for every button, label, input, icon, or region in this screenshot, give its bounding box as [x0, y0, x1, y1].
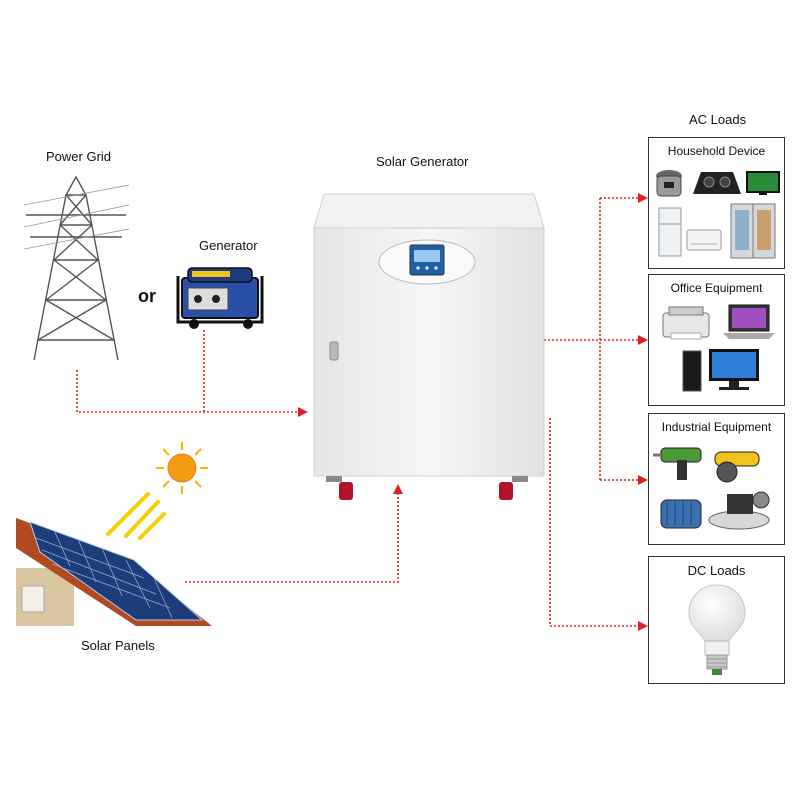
generator-label: Generator	[199, 238, 258, 253]
tv-icon	[746, 171, 780, 195]
industrial-equipment-panel: Industrial Equipment	[648, 413, 785, 545]
arrowhead-dc	[638, 621, 648, 631]
portable-generator-icon	[176, 267, 264, 329]
industrial-equipment-illustration	[653, 447, 770, 530]
solar-generator-label: Solar Generator	[376, 154, 469, 169]
office-equipment-label: Office Equipment	[670, 281, 763, 295]
arrowhead-office	[638, 335, 648, 345]
arrowhead-cabinet-left	[298, 407, 308, 417]
cabinet-to-dc-line	[549, 418, 640, 627]
ac-loads-label: AC Loads	[689, 112, 747, 127]
industrial-equipment-label: Industrial Equipment	[661, 420, 772, 434]
household-device-label: Household Device	[667, 144, 766, 158]
angle-grinder-icon	[714, 451, 760, 483]
desktop-computer-icon	[682, 349, 759, 392]
sun-icon	[156, 442, 208, 494]
drill-icon	[653, 447, 702, 480]
electric-motor-icon	[660, 499, 702, 529]
power-grid-label: Power Grid	[46, 149, 112, 164]
rice-cooker-icon	[656, 170, 682, 197]
or-label: or	[138, 286, 156, 306]
double-door-fridge-icon	[730, 203, 776, 259]
household-device-panel: Household Device	[648, 137, 785, 269]
air-compressor-icon	[708, 491, 770, 530]
household-devices-illustration	[656, 170, 780, 259]
light-bulb-icon	[688, 584, 746, 675]
grid-to-cabinet-line	[76, 370, 300, 413]
arrowhead-industrial	[638, 475, 648, 485]
solar-to-cabinet-line	[185, 492, 399, 583]
cabinet-inverter-icon	[313, 193, 545, 500]
office-equipment-illustration	[662, 304, 775, 392]
induction-cooktop-icon	[693, 172, 741, 194]
arrowhead-household	[638, 193, 648, 203]
air-conditioner-icon	[686, 229, 722, 251]
transmission-tower-icon	[24, 175, 129, 361]
printer-icon	[662, 306, 710, 340]
solar-panels-label: Solar Panels	[81, 638, 155, 653]
dc-loads-label: DC Loads	[687, 563, 746, 578]
sun-rays-icon	[106, 492, 166, 540]
dc-loads-panel: DC Loads	[648, 556, 785, 684]
refrigerator-icon	[658, 207, 682, 257]
solar-panel-roof-icon	[16, 518, 212, 626]
arrowhead-cabinet-bottom	[393, 484, 403, 494]
laptop-icon	[723, 304, 775, 339]
office-equipment-panel: Office Equipment	[648, 274, 785, 406]
